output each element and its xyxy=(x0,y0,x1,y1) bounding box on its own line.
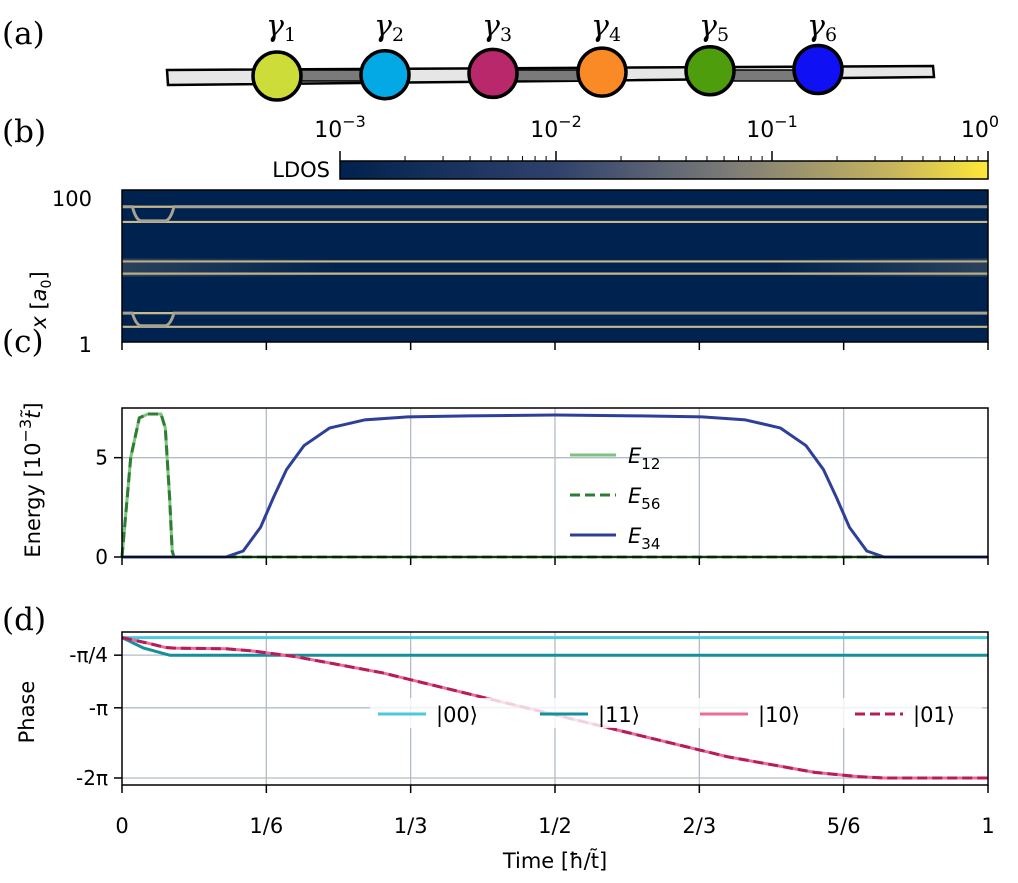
majorana-label: γ1 xyxy=(266,9,296,46)
majorana-chain: γ1 γ2 γ3 γ4 γ5 γ6 xyxy=(165,9,936,102)
x-tick-label: 2/3 xyxy=(682,814,716,838)
chain-link xyxy=(729,69,796,82)
x-tick-label: 1/6 xyxy=(249,814,283,838)
majorana-label: γ3 xyxy=(482,9,512,46)
heatmap-ytick-100: 100 xyxy=(52,187,92,211)
phase-yticks: -π/4 -π -2π xyxy=(69,643,122,790)
y-tick-label: -π xyxy=(89,696,108,720)
y-tick-label: 0 xyxy=(95,545,108,569)
majorana-node xyxy=(251,50,303,102)
y-tick-label: -2π xyxy=(76,766,108,790)
x-tick-label: 1/2 xyxy=(538,814,572,838)
panel-label-d: (d) xyxy=(2,602,46,638)
majorana-node xyxy=(576,46,628,98)
majorana-node xyxy=(792,43,844,96)
phase-legend: |00⟩ |11⟩ |10⟩ |01⟩ xyxy=(370,698,982,728)
time-xlabel: Time [ħ/t̃] xyxy=(502,848,607,873)
series-line xyxy=(121,636,988,657)
heatmap-lines xyxy=(122,205,988,328)
majorana-label: γ2 xyxy=(374,9,404,46)
majorana-label: γ4 xyxy=(591,9,621,46)
ldos-spread xyxy=(771,258,988,277)
legend-label: |00⟩ xyxy=(436,703,478,728)
series-line xyxy=(122,413,988,559)
panel-label-c: (c) xyxy=(2,324,44,360)
colorbar-ticks xyxy=(339,151,989,161)
series-line xyxy=(121,636,988,780)
majorana-label: γ6 xyxy=(807,9,837,46)
y-tick-label: 5 xyxy=(95,446,108,470)
x-tick-label: 1 xyxy=(981,814,994,838)
legend-label: |10⟩ xyxy=(758,703,800,728)
series-line xyxy=(120,412,988,559)
colorbar-tick-label-3: 100 xyxy=(961,112,999,143)
x-tick-label: 0 xyxy=(115,814,128,838)
heatmap-ylabel: x [a0] xyxy=(27,271,55,329)
heatmap-ytick-1: 1 xyxy=(79,333,92,357)
phase-panel: -π/4 -π -2π Phase |00⟩ |11⟩ |10⟩ |01⟩ 0 1/6 1/3… xyxy=(15,631,995,873)
panel-label-b: (b) xyxy=(2,114,46,150)
majorana-node xyxy=(359,48,411,101)
legend-label: |11⟩ xyxy=(598,703,640,728)
legend-label: |01⟩ xyxy=(913,703,955,728)
colorbar-label: LDOS xyxy=(272,158,330,182)
majorana-node xyxy=(684,45,736,97)
ldos-bump xyxy=(122,205,988,223)
colorbar-tick-label-2: 10−1 xyxy=(746,112,798,143)
time-xticks: 0 1/6 1/3 1/2 2/3 5/6 1 xyxy=(115,785,995,838)
x-tick-label: 5/6 xyxy=(827,814,861,838)
colorbar xyxy=(339,160,989,180)
colorbar-tick-label-1: 10−2 xyxy=(530,112,582,143)
energy-grid xyxy=(122,408,988,557)
panel-label-a: (a) xyxy=(2,16,45,52)
x-tick-label: 1/3 xyxy=(394,814,428,838)
colorbar-tick-label-0: 10−3 xyxy=(314,112,366,143)
energy-ylabel: Energy [10−3t̃] xyxy=(16,402,45,557)
ldos-bump xyxy=(122,311,988,328)
majorana-node xyxy=(467,47,519,100)
ldos-spread xyxy=(122,258,339,277)
energy-series xyxy=(120,412,988,559)
phase-series xyxy=(121,636,988,780)
shared-x-ticks xyxy=(121,342,989,565)
y-tick-label: -π/4 xyxy=(69,643,108,667)
majorana-label: γ5 xyxy=(699,9,729,46)
energy-yticks: 05 xyxy=(95,446,122,569)
ldos-panel: LDOS 10−3 10−2 10−1 100 100 1 x [a0] xyxy=(27,112,999,357)
phase-ylabel: Phase xyxy=(15,681,39,744)
colorbar-tick-labels: 10−3 10−2 10−1 100 xyxy=(314,112,999,143)
chain-link xyxy=(514,69,581,82)
